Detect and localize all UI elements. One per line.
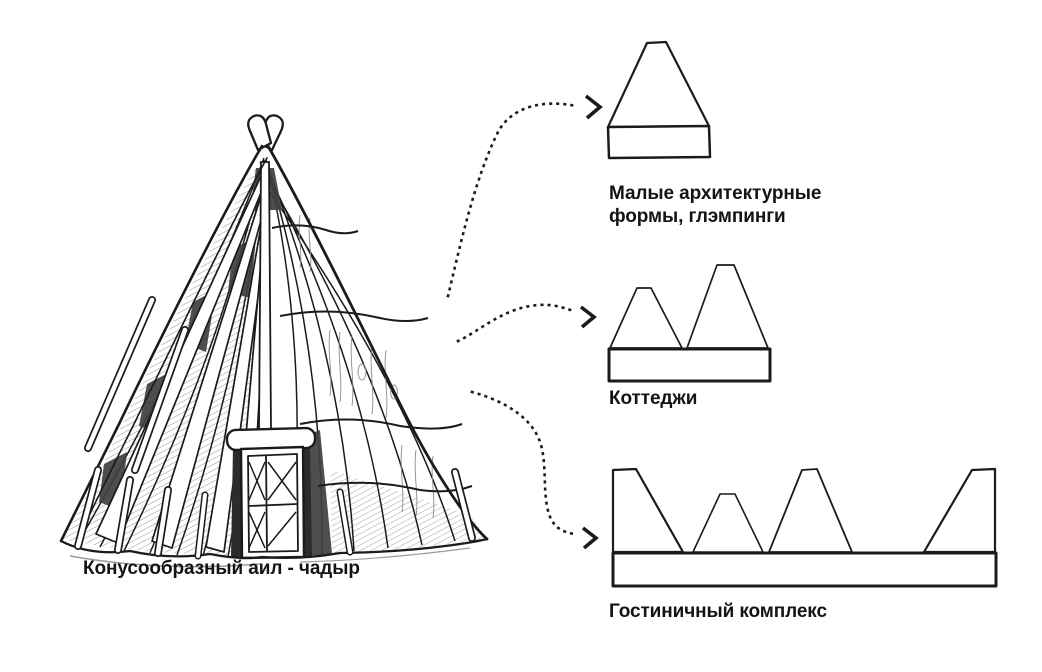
chadyr-illustration — [59, 114, 489, 568]
chadyr-center-pole — [258, 161, 272, 431]
chadyr-caption: Конусообразный аил - чадыр — [83, 558, 360, 579]
label-hotel: Гостиничный комплекс — [609, 600, 827, 623]
chadyr-leaning-sticks — [84, 296, 189, 474]
label-glamping-line1: Малые архитектурные — [609, 183, 822, 204]
label-glamping-line2: формы, глэмпинги — [609, 206, 786, 227]
dotted-arrow-to-hotel — [470, 390, 599, 550]
chadyr-wood-grain — [298, 214, 435, 519]
chadyr-seams — [271, 224, 473, 493]
label-hotel-line1: Гостиничный комплекс — [609, 601, 827, 622]
chadyr-apex-crossed-poles — [247, 114, 284, 152]
chadyr-outline — [59, 144, 489, 560]
cottages-shape-icon — [607, 264, 772, 383]
hotel-shape-icon — [611, 467, 998, 588]
chadyr-door — [225, 426, 317, 560]
label-cottages-line1: Коттеджи — [609, 388, 698, 409]
chadyr-bottom-pole-ends — [74, 466, 476, 560]
ground-line — [69, 547, 471, 568]
glamping-shape-icon — [606, 40, 712, 160]
dotted-arrow-to-cottages — [456, 303, 597, 343]
label-glamping: Малые архитектурные формы, глэмпинги — [609, 182, 821, 228]
label-cottages: Коттеджи — [609, 387, 697, 410]
dotted-arrow-to-glamping — [446, 94, 603, 298]
